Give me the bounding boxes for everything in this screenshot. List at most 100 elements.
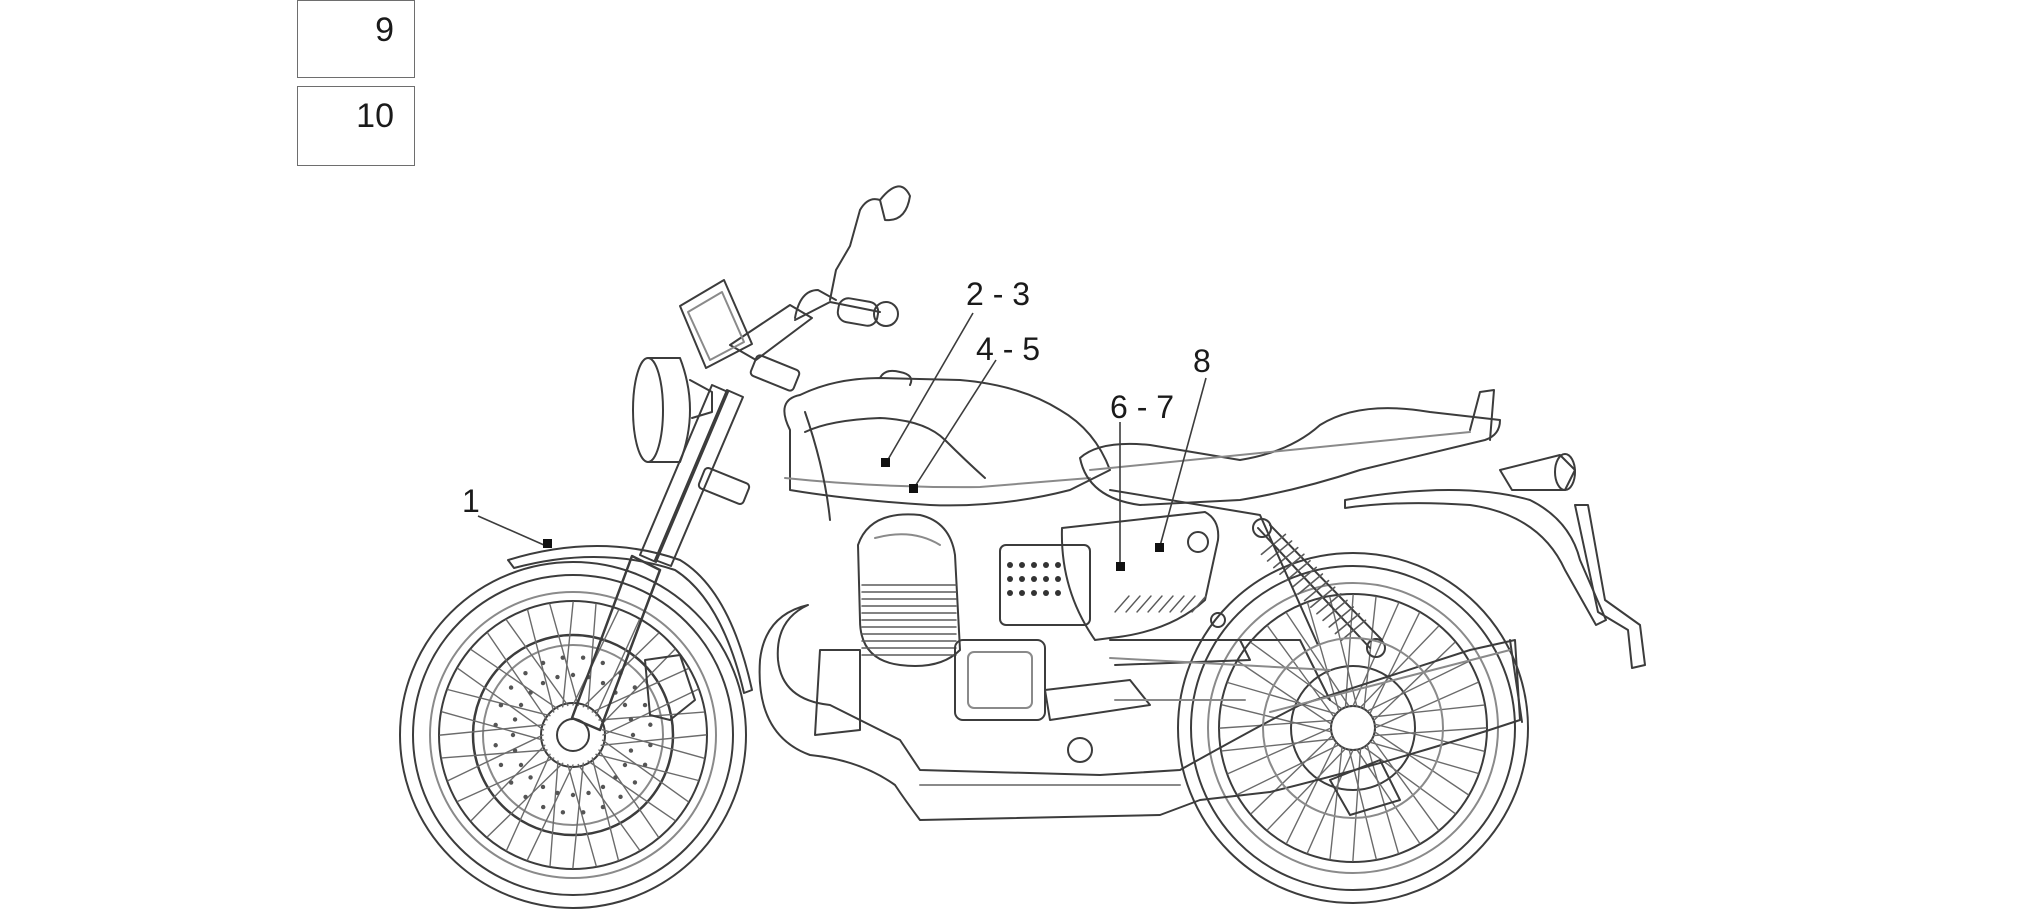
front-spoke: [439, 724, 546, 736]
panel-slot: [1136, 595, 1152, 613]
front-spoke: [549, 603, 579, 707]
rear-spoke: [1363, 746, 1456, 815]
front-spoke: [601, 739, 689, 803]
disc-hole: [600, 680, 606, 686]
marker-8: [1155, 543, 1164, 552]
disc-hole: [540, 680, 546, 686]
rear-spoke: [1266, 625, 1335, 718]
shock-coil: [1272, 546, 1299, 569]
rear-brake: [1262, 637, 1444, 819]
disc-hole: [628, 748, 634, 753]
rear-spoke: [1374, 681, 1479, 729]
front-spoke: [567, 763, 597, 867]
front-spoke: [505, 619, 569, 707]
front-wheel: [399, 561, 747, 909]
disc-hole: [523, 794, 528, 800]
disc-hole: [622, 762, 628, 768]
front-spoke: [470, 744, 546, 822]
panel-slot: [1125, 595, 1141, 613]
disc-hole: [581, 810, 586, 815]
seat: [1079, 389, 1501, 506]
shock-coil: [1285, 559, 1311, 582]
disc-hole: [600, 784, 606, 790]
disc-hole: [613, 775, 618, 780]
front-spoke: [486, 762, 564, 838]
engine-bolt: [1043, 576, 1049, 582]
engine-bolt: [1007, 590, 1013, 596]
shock-coil: [1297, 573, 1324, 595]
disc-hole: [600, 660, 605, 666]
front-spoke: [526, 609, 555, 713]
shock-coil: [1334, 612, 1361, 635]
disc-hole: [512, 748, 518, 753]
tail-light: [1499, 453, 1576, 491]
shock-coil: [1309, 586, 1336, 609]
disc-hole: [570, 672, 576, 678]
rear-shock: [1252, 518, 1386, 658]
front-spoke: [595, 619, 641, 717]
engine-bolt: [1007, 562, 1013, 568]
rear-spoke: [1227, 681, 1337, 715]
part-box-10[interactable]: 10: [297, 86, 415, 166]
rear-spoke: [1221, 738, 1335, 752]
marker-6-7: [1116, 562, 1125, 571]
disc-hole: [622, 702, 628, 708]
disc-hole: [508, 780, 514, 785]
part-number-10: 10: [356, 97, 394, 135]
disc-hole: [493, 722, 498, 728]
disc-hole: [518, 762, 524, 768]
engine-bolt: [1055, 576, 1061, 582]
front-spoke: [600, 734, 707, 746]
callout-2-3: 2 - 3: [966, 276, 1030, 312]
callout-4-5: 4 - 5: [976, 331, 1040, 367]
rear-spoke: [1369, 612, 1421, 715]
front-spoke: [526, 764, 574, 861]
rear-spoke: [1285, 612, 1350, 708]
engine-bolt: [1055, 562, 1061, 568]
disc-hole: [498, 762, 504, 768]
front-fender: [507, 545, 753, 694]
disc-hole: [630, 732, 636, 738]
part-number-9: 9: [375, 11, 394, 49]
rear-spoke: [1250, 734, 1334, 815]
part-box-9[interactable]: 9: [297, 0, 415, 78]
front-spoke: [572, 762, 584, 869]
rear-spoke: [1329, 746, 1343, 860]
number-plate-bracket: [1574, 504, 1646, 669]
shock-coil: [1328, 606, 1354, 628]
marker-4-5: [909, 484, 918, 493]
front-spoke: [457, 757, 555, 803]
front-spoke: [447, 688, 551, 717]
rear-wheel: [1177, 552, 1529, 904]
rear-spoke: [1363, 596, 1377, 710]
leader-line-2-3: [885, 312, 974, 464]
disc-hole: [642, 762, 648, 767]
engine-bolt: [1031, 590, 1037, 596]
frame: [804, 411, 1331, 701]
disc-hole: [518, 702, 524, 708]
callout-6-7: 6 - 7: [1110, 389, 1174, 425]
engine-bolt: [1031, 562, 1037, 568]
callout-1: 1: [462, 483, 480, 519]
leader-line-8: [1159, 377, 1207, 547]
rear-spoke: [1359, 625, 1440, 709]
disc-hole: [642, 702, 648, 708]
shock-coil: [1322, 599, 1348, 622]
rear-spoke: [1352, 747, 1362, 862]
disc-hole: [555, 674, 560, 680]
leader-line-1: [477, 515, 545, 546]
rear-spoke: [1369, 741, 1479, 775]
marker-1: [543, 539, 552, 548]
front-spoke: [572, 609, 620, 706]
shock-coil: [1303, 579, 1330, 602]
rear-spoke: [1372, 641, 1456, 722]
front-spoke: [595, 753, 699, 782]
shock-coil: [1279, 553, 1305, 576]
shock-coil: [1291, 566, 1318, 589]
shock-coil: [1340, 619, 1367, 642]
disc-hole: [560, 810, 566, 815]
rear-spoke: [1371, 704, 1485, 718]
side-panel: [1060, 511, 1220, 641]
rear-spoke: [1285, 741, 1337, 844]
